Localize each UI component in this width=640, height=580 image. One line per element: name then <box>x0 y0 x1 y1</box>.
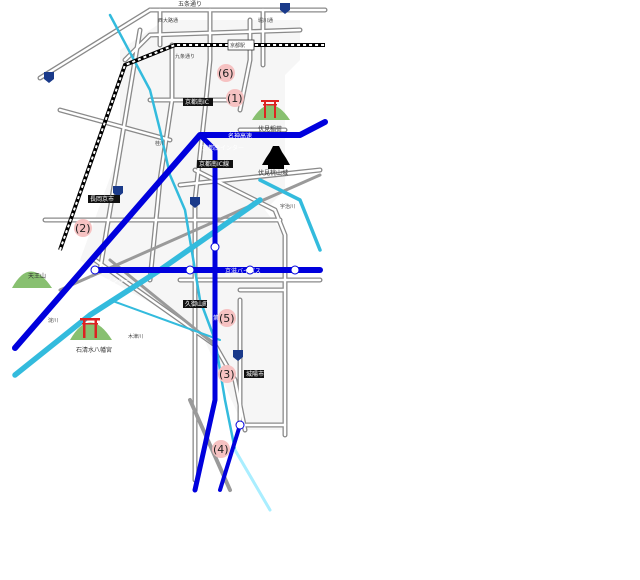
kizu-river <box>109 299 221 341</box>
label-keiji-bypass: 京滋バイパス <box>225 267 261 275</box>
marker-1-label: (1) <box>227 92 243 105</box>
marker-4[interactable]: (4) <box>212 440 230 458</box>
katsura-river <box>108 13 272 512</box>
urban-area <box>80 20 300 430</box>
marker-6-label: (6) <box>218 67 234 80</box>
label-kyoto-minami-line: 京都南IC線 <box>199 160 229 168</box>
label-iwashimizu-hachimangu: 石清水八幡宮 <box>76 346 112 354</box>
kizu-river-light <box>233 448 272 512</box>
torii-icon <box>80 318 100 338</box>
marker-1[interactable]: (1) <box>226 89 244 107</box>
label-kumiyama: 久御山町 <box>185 300 209 308</box>
marker-2[interactable]: (2) <box>74 219 92 237</box>
label-oyamazaki-interchange: 大山崎インター <box>88 277 130 285</box>
rivers <box>12 13 322 512</box>
route-shields <box>44 3 290 361</box>
route-shield-icon <box>280 3 290 14</box>
marker-3-label: (3) <box>219 368 235 381</box>
marker-4-label: (4) <box>213 443 229 456</box>
label-nishioji-dori: 西大路通 <box>158 17 178 24</box>
marker-5[interactable]: (5) <box>218 309 236 327</box>
label-horikawa-dori: 堀川通 <box>258 17 273 24</box>
hill-fushimi-inari <box>252 100 290 120</box>
hill-tennozan <box>12 271 52 288</box>
label-yodo-river: 淀川 <box>48 317 58 324</box>
label-meishin: 名神高速 <box>228 132 252 140</box>
torii-icon <box>261 100 279 118</box>
marker-2-label: (2) <box>75 222 91 235</box>
label-fushimi-inari: 伏見稲荷 <box>258 125 282 133</box>
label-tennozan: 天王山 <box>28 272 46 280</box>
marker-5-label: (5) <box>219 312 235 325</box>
label-kyoto-station: 京都駅 <box>230 42 245 49</box>
label-katsura-river: 桂川 <box>155 140 165 147</box>
label-gojo-dori: 五条通り <box>178 0 202 8</box>
uji-river <box>258 178 322 252</box>
label-nagaokakyo: 長岡京市 <box>90 195 114 203</box>
label-kizu-river: 木津川 <box>128 333 143 340</box>
yodo-river <box>12 197 263 378</box>
label-kyoto-minami-ic-road: 京都南IC <box>185 98 209 106</box>
label-fushimi-momoyama-castle: 伏見桃山城 <box>258 169 288 177</box>
hill-iwashimizu <box>70 318 112 340</box>
castle-icon <box>262 146 290 169</box>
interchange-nodes <box>90 242 300 430</box>
label-kujo-dori: 九条通り <box>175 53 195 60</box>
label-kyoto-minami-interchange: 京都南インター <box>202 144 244 152</box>
daini-keihan <box>218 423 242 492</box>
numbered-markers[interactable]: (1) (2) (3) (4) (5) (6) <box>74 64 244 458</box>
kyoto-minami-ic-line <box>192 132 218 493</box>
marker-6[interactable]: (6) <box>217 64 235 82</box>
route-shield-icon <box>190 197 200 208</box>
label-uji-river: 宇治川 <box>280 203 295 210</box>
route-shield-icon <box>233 350 243 361</box>
route-shield-icon <box>113 186 123 197</box>
label-joyo: 城陽市 <box>246 370 264 378</box>
route-shield-icon <box>44 72 54 83</box>
meishin-expressway <box>12 119 328 351</box>
expressways <box>12 119 328 493</box>
kyoto-station-box <box>227 39 255 51</box>
marker-3[interactable]: (3) <box>218 365 236 383</box>
